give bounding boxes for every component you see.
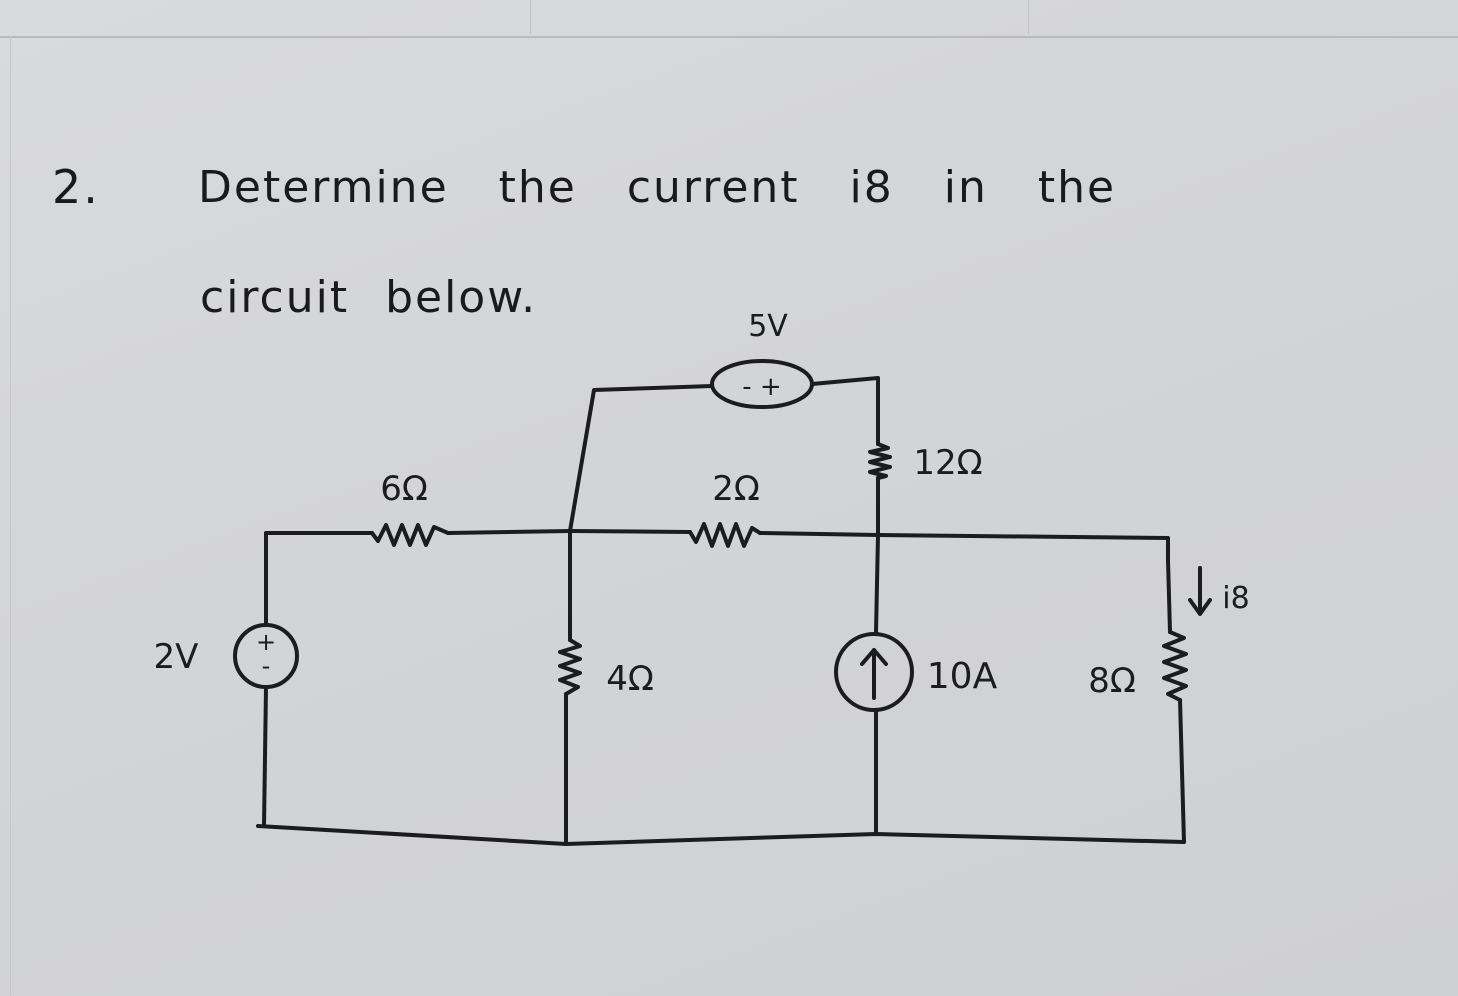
label-2-ohm: 2Ω <box>712 469 760 509</box>
resistor-labels: 6Ω 2Ω 12Ω 4Ω 8Ω <box>380 443 1136 701</box>
label-6-ohm: 6Ω <box>380 469 428 509</box>
polarity-minus-2v: - <box>262 652 271 680</box>
label-5v: 5V <box>748 309 788 344</box>
current-source-10a: 10A <box>834 632 998 712</box>
resistor-12-ohm <box>868 442 892 480</box>
resistor-6-ohm <box>370 523 450 547</box>
polarity-5v: - + <box>742 372 781 402</box>
resistor-4-ohm <box>558 638 582 696</box>
ruled-line <box>530 0 531 34</box>
down-arrow-icon <box>1188 566 1212 616</box>
label-10a: 10A <box>927 656 998 697</box>
polarity-plus-2v: + <box>256 628 276 656</box>
voltage-source-2v: + - 2V <box>154 623 299 689</box>
margin-line <box>10 36 11 996</box>
problem-number: 2. <box>52 160 100 214</box>
label-i8: i8 <box>1222 581 1249 616</box>
problem-text-line-2: circuit below. <box>200 272 538 323</box>
resistor-8-ohm <box>1162 630 1188 702</box>
wires <box>256 376 1186 846</box>
problem-text-line-1: Determine the current i8 in the <box>198 162 1117 213</box>
resistor-2-ohm <box>688 522 762 548</box>
label-4-ohm: 4Ω <box>606 659 654 699</box>
label-8-ohm: 8Ω <box>1088 661 1136 701</box>
voltage-source-5v: - + 5V <box>710 309 814 409</box>
label-12-ohm: 12Ω <box>913 443 982 483</box>
ruled-line <box>0 36 1458 38</box>
current-i8-indicator: i8 <box>1188 566 1250 616</box>
label-2v: 2V <box>154 637 199 677</box>
ruled-line <box>1028 0 1029 34</box>
